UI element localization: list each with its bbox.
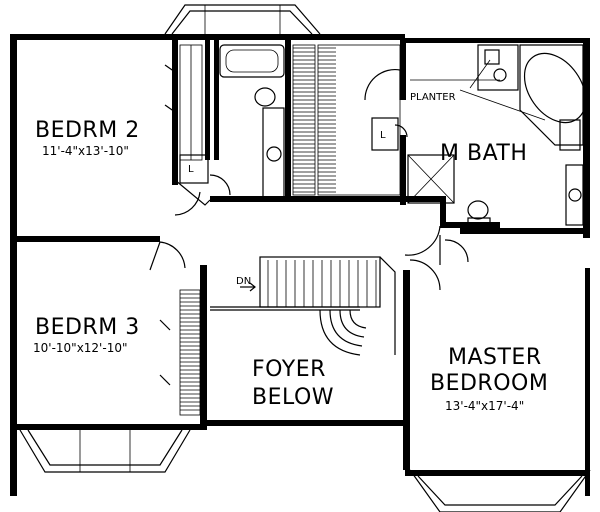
doors xyxy=(149,68,469,291)
linen-mark-bath: L xyxy=(380,130,386,141)
closet-master-bath xyxy=(317,44,401,196)
exterior-walls xyxy=(10,34,590,496)
bay-window-top xyxy=(164,4,321,35)
linen-closet-bath xyxy=(371,117,399,151)
bay-window-bedrm3 xyxy=(19,429,191,473)
master-bedroom-size: 13'-4"x17'-4" xyxy=(445,399,524,413)
master-bath-label: M BATH xyxy=(440,141,527,166)
closet-bedrm3 xyxy=(159,289,201,416)
hall-bath-fixtures xyxy=(219,44,285,199)
master-bath-fixtures xyxy=(407,44,587,227)
linen-closet-upper xyxy=(174,154,211,206)
bedroom2-size: 11'-4"x13'-10" xyxy=(42,144,129,158)
bay-window-master xyxy=(409,469,591,512)
planter-label: PLANTER xyxy=(410,92,456,103)
linen-mark-upper: L xyxy=(188,164,194,175)
master-bedroom-line2: BEDROOM xyxy=(430,371,548,396)
closet-hall-linen xyxy=(292,44,316,196)
staircase xyxy=(210,256,396,356)
interior-walls xyxy=(10,40,590,430)
foyer-label-line2: BELOW xyxy=(252,385,334,410)
bedroom3-size: 10'-10"x12'-10" xyxy=(33,341,127,355)
bedroom2-name: BEDRM 2 xyxy=(35,118,140,143)
stair-down-label: DN xyxy=(236,276,251,287)
bedroom3-name: BEDRM 3 xyxy=(35,315,140,340)
foyer-label-line1: FOYER xyxy=(252,357,326,382)
master-bedroom-line1: MASTER xyxy=(448,345,542,370)
closet-bedrm2 xyxy=(164,44,203,161)
